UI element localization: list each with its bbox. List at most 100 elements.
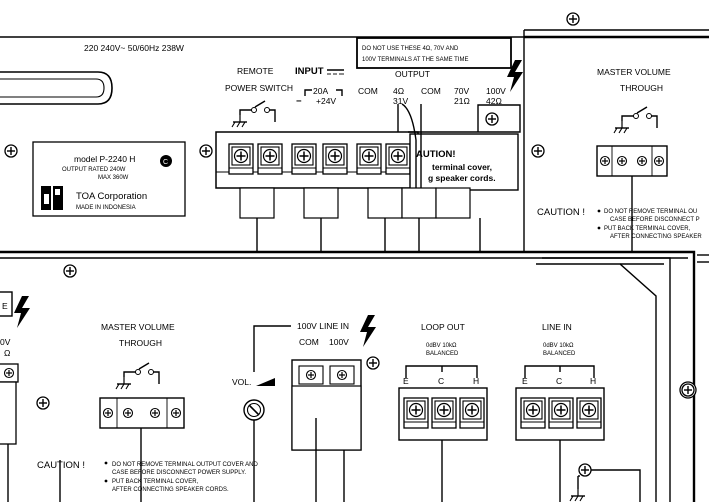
terminal-screw-icon	[576, 397, 602, 429]
svg-text:C: C	[163, 159, 168, 166]
certification-mark-icon	[160, 155, 172, 167]
loop-out-spec-1: 0dBV 10kΩ	[426, 343, 457, 349]
terminal-screw-icon	[291, 143, 317, 175]
terminal-screw-icon	[431, 397, 457, 429]
terminal-screw-icon	[403, 397, 429, 429]
terminal-screw-icon	[459, 397, 485, 429]
line-in-terminal	[515, 387, 605, 502]
caution-line-4-top: AFTER CONNECTING SPEAKER	[610, 234, 702, 240]
switch-symbol-icon	[115, 362, 160, 390]
left-fragment-e: E	[2, 301, 8, 311]
loop-out-e: E	[403, 376, 409, 386]
line-in-spec-1: 0dBV 10kΩ	[543, 343, 574, 349]
model-label: model P-2240 H	[74, 154, 135, 164]
loop-out-spec-2: BALANCED	[426, 351, 459, 357]
line-in-com: COM	[299, 337, 319, 347]
line-in-e: E	[522, 376, 528, 386]
left-fragment-ohm: Ω	[4, 348, 10, 358]
output-max-label: MAX 360W	[98, 175, 129, 181]
chassis-screw-icon	[531, 144, 545, 158]
line-in-100v-label: 100V LINE IN	[297, 321, 349, 331]
warning-line-2: 100V TERMINALS AT THE SAME TIME	[362, 57, 468, 63]
input-plus-label: +24V	[316, 96, 336, 106]
chassis-screw-icon	[566, 12, 580, 26]
loop-out-label: LOOP OUT	[421, 322, 465, 332]
caution-line-3-top: PUT BACK TERMINAL COVER,	[604, 226, 691, 232]
lightning-icon	[360, 315, 376, 347]
volume-ramp-icon	[256, 378, 275, 386]
cover-screw-icon	[485, 112, 499, 126]
chassis-screw-icon	[4, 144, 18, 158]
terminal-screw-icon	[322, 143, 348, 175]
output-70v-sub: 21Ω	[454, 96, 470, 106]
output-com-2: COM	[421, 86, 441, 96]
loop-out-c: C	[438, 376, 444, 386]
cover-caution-title: AUTION!	[416, 149, 456, 160]
output-rated-label: OUTPUT RATED 240W	[62, 167, 126, 173]
toa-logo-icon	[41, 186, 63, 210]
chassis-screw-icon	[36, 396, 50, 410]
input-label: INPUT	[295, 66, 324, 77]
caution-line-4: AFTER CONNECTING SPEAKER CORDS.	[112, 487, 229, 493]
master-volume-terminal	[59, 397, 185, 502]
caution-line-1: DO NOT REMOVE TERMINAL OUTPUT COVER AND	[112, 462, 258, 468]
caution-line-1-top: DO NOT REMOVE TERMINAL OU	[604, 209, 697, 215]
loop-out-h: H	[473, 376, 479, 386]
cover-caution-line-1: terminal cover,	[432, 162, 492, 172]
caution-title: CAUTION !	[37, 460, 85, 471]
output-label: OUTPUT	[395, 69, 430, 79]
output-100v: 100V	[486, 86, 506, 96]
left-fragment-v: 0V	[0, 337, 11, 347]
caution-line-2-top: CASE BEFORE DISCONNECT P	[610, 217, 700, 223]
terminal-screw-icon	[520, 397, 546, 429]
top-panel: 220 240V~ 50/60Hz 238W model P-2240 H OU…	[0, 12, 709, 252]
chassis-screw-icon	[681, 383, 695, 397]
terminal-screw-icon	[356, 143, 382, 175]
terminal-screw-icon	[228, 143, 254, 175]
line-in-c: C	[556, 376, 562, 386]
made-in-label: MADE IN INDONESIA	[76, 205, 136, 211]
output-4ohm: 4Ω	[393, 86, 404, 96]
output-4ohm-sub: 31V	[393, 96, 408, 106]
through-label: THROUGH	[119, 338, 162, 348]
line-in-h: H	[590, 376, 596, 386]
terminal-cover: AUTION! terminal cover, g speaker cords.	[408, 104, 521, 191]
warning-line-1: DO NOT USE THESE 4Ω, 70V AND	[362, 46, 459, 52]
line-in-spec-2: BALANCED	[543, 351, 576, 357]
output-70v: 70V	[454, 86, 469, 96]
terminal-leads	[239, 187, 481, 252]
warning-box	[356, 37, 512, 69]
line-in-100v-terminal	[291, 359, 362, 502]
label-plate: model P-2240 H OUTPUT RATED 240W MAX 360…	[32, 141, 186, 217]
output-com-1: COM	[358, 86, 378, 96]
switch-symbol-icon	[231, 100, 276, 128]
master-volume-label-top: MASTER VOLUME	[597, 67, 671, 77]
master-volume-terminal-top	[596, 145, 668, 252]
vol-label: VOL.	[232, 377, 251, 387]
chassis-screw-icon	[63, 264, 77, 278]
caution-line-2: CASE BEFORE DISCONNECT POWER SUPPLY.	[112, 470, 246, 476]
cover-caution-line-2: g speaker cords.	[428, 173, 496, 183]
input-minus-label: −	[296, 96, 302, 107]
power-rating-label: 220 240V~ 50/60Hz 238W	[84, 43, 184, 53]
chassis-screw-icon	[366, 356, 380, 370]
master-volume-label: MASTER VOLUME	[101, 322, 175, 332]
chassis-screw-icon	[578, 463, 592, 477]
chassis-screw-icon	[199, 144, 213, 158]
line-in-100v: 100V	[329, 337, 349, 347]
loop-out-terminal	[398, 387, 488, 502]
input-voltage-label: 20A	[313, 86, 328, 96]
caution-line-3: PUT BACK TERMINAL COVER,	[112, 479, 199, 485]
power-switch-label: POWER SWITCH	[225, 83, 293, 93]
chassis-edge	[0, 250, 696, 502]
line-in-label: LINE IN	[542, 322, 572, 332]
remote-label: REMOTE	[237, 66, 274, 76]
output-terminal-strip	[215, 131, 419, 189]
terminal-screw-icon	[385, 143, 411, 175]
corporation-label: TOA Corporation	[76, 191, 147, 202]
through-label-top: THROUGH	[620, 83, 663, 93]
caution-title-top: CAUTION !	[537, 207, 585, 218]
terminal-screw-icon	[257, 143, 283, 175]
bottom-panel: E 0V Ω MASTER VOLUME THROUGH	[0, 250, 709, 502]
